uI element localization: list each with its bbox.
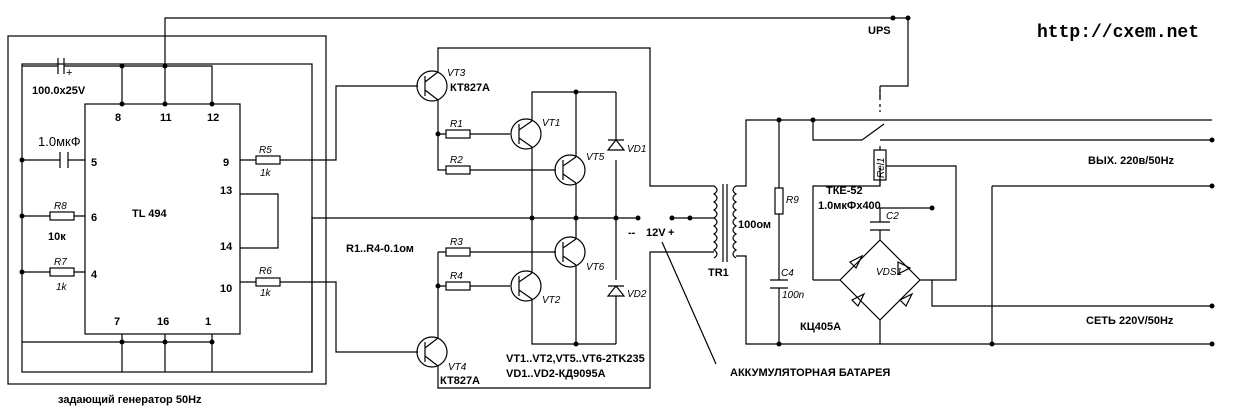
svg-text:R5: R5 xyxy=(259,145,272,156)
generator-caption: задающий генератор 50Hz xyxy=(58,394,202,406)
ic-pin-16: 16 xyxy=(157,316,169,328)
ic-pin-4: 4 xyxy=(91,269,98,281)
r1 xyxy=(445,129,471,139)
vd2 xyxy=(606,285,626,297)
ic-pin-13: 13 xyxy=(220,185,232,197)
svg-text:VT4: VT4 xyxy=(448,362,467,373)
ic-label: TL 494 xyxy=(132,208,168,220)
tr1-secondary xyxy=(732,185,738,259)
tr1-primary xyxy=(712,185,718,259)
out-label: ВЫХ. 220в/50Hz xyxy=(1088,155,1175,167)
cap-top-label: 100.0x25V xyxy=(32,85,86,97)
r8 xyxy=(49,211,75,221)
svg-text:VT3: VT3 xyxy=(447,68,466,79)
battery-caption: АККУМУЛЯТОРНАЯ БАТАРЕЯ xyxy=(730,367,890,379)
cap-left-label: 1.0мкФ xyxy=(38,134,81,149)
svg-text:КТ827А: КТ827А xyxy=(440,375,480,387)
ups-label: UPS xyxy=(868,25,891,37)
svg-text:10к: 10к xyxy=(48,231,66,243)
svg-text:R1: R1 xyxy=(450,119,463,130)
svg-text:+: + xyxy=(668,227,674,239)
svg-text:R3: R3 xyxy=(450,237,463,248)
svg-text:1k: 1k xyxy=(56,282,68,293)
svg-text:ТКЕ-52: ТКЕ-52 xyxy=(826,185,863,197)
svg-text:100ом: 100ом xyxy=(738,219,771,231)
svg-text:1k: 1k xyxy=(260,288,272,299)
c2 xyxy=(870,221,890,231)
r5 xyxy=(255,155,281,165)
vd1 xyxy=(606,139,626,151)
svg-text:100n: 100n xyxy=(782,290,805,301)
vt6 xyxy=(554,236,586,268)
ic-pin-14: 14 xyxy=(220,241,233,253)
svg-text:+: + xyxy=(66,67,72,79)
vt1 xyxy=(510,118,542,150)
mains-label: СЕТЬ 220V/50Hz xyxy=(1086,315,1174,327)
ups-line xyxy=(164,17,909,87)
ic-pin-5: 5 xyxy=(91,157,97,169)
cap-top xyxy=(57,58,65,74)
vt4 xyxy=(416,336,448,368)
svg-text:R9: R9 xyxy=(786,195,799,206)
svg-text:КТ827А: КТ827А xyxy=(450,82,490,94)
svg-text:VT6: VT6 xyxy=(586,262,605,273)
r9 xyxy=(774,187,784,215)
svg-text:R2: R2 xyxy=(450,155,463,166)
ic-pin-11: 11 xyxy=(160,112,172,124)
svg-text:VT5: VT5 xyxy=(586,152,605,163)
svg-text:R1..R4-0.1ом: R1..R4-0.1ом xyxy=(346,243,414,255)
relay-contact xyxy=(861,123,885,141)
svg-text:R6: R6 xyxy=(259,266,272,277)
ic-tl494 xyxy=(84,103,241,335)
svg-text:C2: C2 xyxy=(886,211,899,222)
svg-text:TR1: TR1 xyxy=(708,267,729,279)
svg-text:VD1: VD1 xyxy=(627,144,646,155)
svg-text:VDS1: VDS1 xyxy=(876,267,902,278)
ic-pin-7: 7 xyxy=(114,316,120,328)
r7 xyxy=(49,267,75,277)
r4 xyxy=(445,281,471,291)
svg-text:VT1..VT2,VT5..VT6-2TK235: VT1..VT2,VT5..VT6-2TK235 xyxy=(506,353,645,365)
ic-pin-6: 6 xyxy=(91,212,97,224)
svg-text:1.0мкФх400: 1.0мкФх400 xyxy=(818,200,881,212)
vt3 xyxy=(416,70,448,102)
ic-pin-12: 12 xyxy=(207,112,219,124)
svg-text:КЦ405А: КЦ405А xyxy=(800,321,841,333)
vt5 xyxy=(554,154,586,186)
svg-text:C4: C4 xyxy=(781,268,794,279)
ic-pin-10: 10 xyxy=(220,283,232,295)
r2 xyxy=(445,165,471,175)
r3 xyxy=(445,247,471,257)
svg-text:VT2: VT2 xyxy=(542,295,561,306)
bridge-vds1 xyxy=(839,239,921,321)
svg-text:--: -- xyxy=(628,227,636,239)
svg-text:Rel1: Rel1 xyxy=(876,157,887,178)
generator-frame xyxy=(7,35,327,385)
ic-pin-9: 9 xyxy=(223,157,229,169)
ic-top-wiring xyxy=(121,65,213,104)
vt2 xyxy=(510,270,542,302)
svg-text:VD1..VD2-КД9095А: VD1..VD2-КД9095А xyxy=(506,368,606,380)
svg-text:VT1: VT1 xyxy=(542,118,560,129)
svg-text:12V: 12V xyxy=(646,227,666,239)
svg-text:VD2: VD2 xyxy=(627,289,647,300)
cap-left xyxy=(59,152,69,168)
ic-pin-8: 8 xyxy=(115,112,121,124)
svg-text:R4: R4 xyxy=(450,271,463,282)
site-url[interactable]: http://cxem.net xyxy=(1037,23,1199,43)
svg-text:R7: R7 xyxy=(54,257,67,268)
c4 xyxy=(770,279,788,289)
svg-text:1k: 1k xyxy=(260,168,272,179)
r6 xyxy=(255,277,281,287)
svg-text:R8: R8 xyxy=(54,201,67,212)
ic-pin-1: 1 xyxy=(205,316,211,328)
